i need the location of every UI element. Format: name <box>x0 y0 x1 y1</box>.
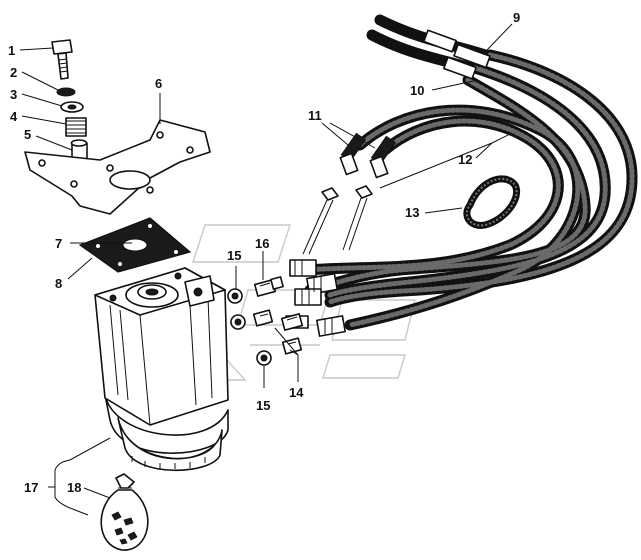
callout-18: 18 <box>67 480 81 495</box>
lock-washer <box>56 87 76 97</box>
callout-2: 2 <box>10 65 17 80</box>
callout-7: 7 <box>55 236 62 251</box>
hose-fittings <box>285 29 491 337</box>
callout-17: 17 <box>24 480 38 495</box>
callout-16: 16 <box>255 236 269 251</box>
callout-15-lower: 15 <box>256 398 270 413</box>
callout-4: 4 <box>10 109 18 124</box>
steering-control-unit <box>94 267 229 472</box>
callout-12: 12 <box>458 152 472 167</box>
bolt <box>51 39 73 80</box>
adapter-bolts <box>302 185 373 255</box>
callout-11: 11 <box>308 108 322 123</box>
callout-13: 13 <box>405 205 419 220</box>
parts-bag <box>100 473 149 551</box>
callout-8: 8 <box>55 276 62 291</box>
mounting-bracket <box>24 119 211 215</box>
spring <box>65 117 87 137</box>
callout-10: 10 <box>410 83 424 98</box>
hoses <box>299 14 638 331</box>
callout-15-upper: 15 <box>227 248 241 263</box>
hose-clamp <box>463 175 521 229</box>
callout-numbers: 1 2 3 4 5 6 7 8 9 10 11 12 13 14 15 15 1… <box>8 10 520 495</box>
callout-3: 3 <box>10 87 17 102</box>
callout-14: 14 <box>289 385 304 400</box>
seal-washers <box>227 288 272 366</box>
gasket <box>78 217 192 273</box>
flat-washer <box>60 101 84 113</box>
callout-1: 1 <box>8 43 15 58</box>
leader-lines <box>19 23 513 516</box>
callout-9: 9 <box>513 10 520 25</box>
callout-5: 5 <box>24 127 31 142</box>
callout-6: 6 <box>155 76 162 91</box>
adapter-fittings <box>252 276 304 355</box>
